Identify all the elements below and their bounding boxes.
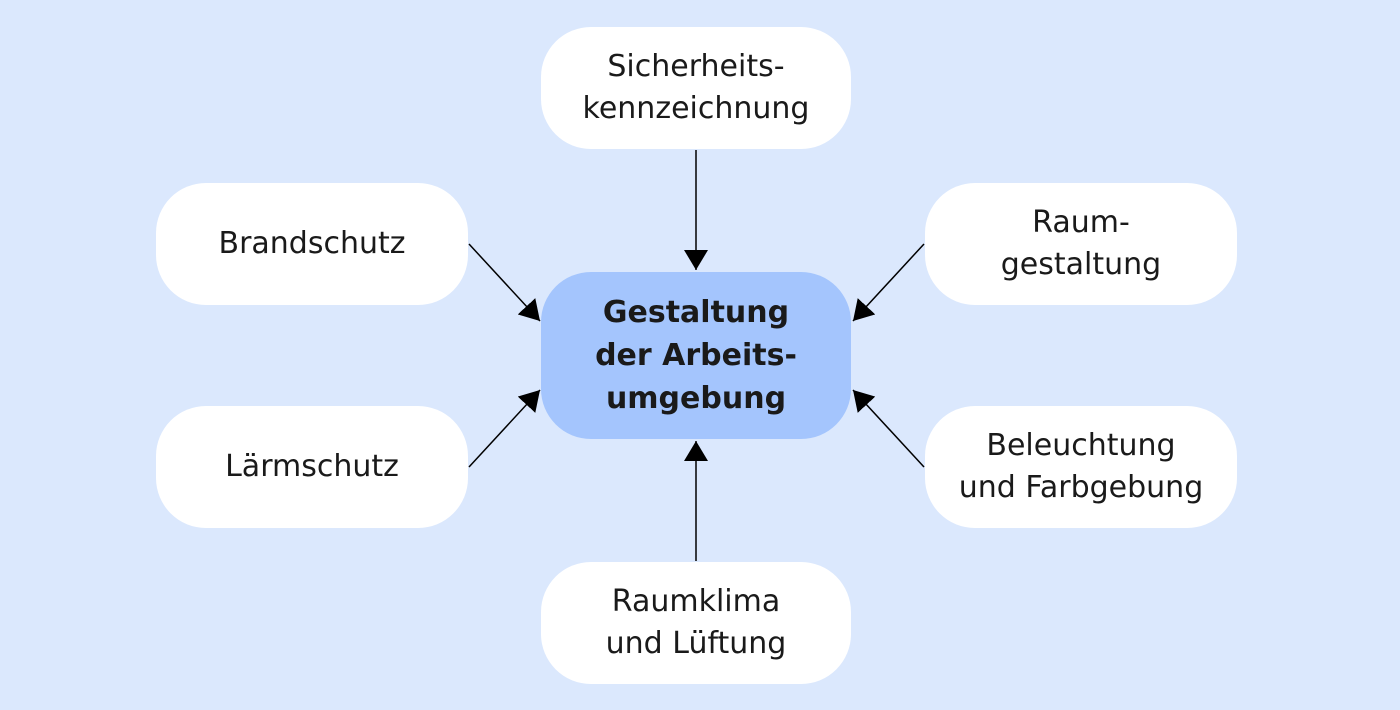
node-label-line: Raum- — [1032, 205, 1130, 240]
node-label-line: Raumklima — [611, 584, 781, 619]
node-label: Lärmschutz — [225, 446, 399, 488]
node-label-line: Gestaltung — [602, 295, 790, 330]
node-label-line: der Arbeits- — [595, 338, 797, 373]
arrow-bottom-right-to-center — [852, 389, 925, 468]
node-label-line: Beleuchtung — [986, 428, 1176, 463]
node-label-line: Brandschutz — [218, 226, 406, 261]
node-label: Sicherheits- kennzeichnung — [583, 46, 810, 130]
node-raumklima-und-lueftung: Raumklima und Lüftung — [541, 562, 851, 684]
node-label: Beleuchtung und Farbgebung — [959, 425, 1203, 509]
node-label-line: kennzeichnung — [582, 91, 810, 126]
node-label-line: Lärmschutz — [225, 449, 399, 484]
node-label-line: umgebung — [605, 381, 787, 416]
node-label: Raum- gestaltung — [1001, 202, 1161, 286]
node-brandschutz: Brandschutz — [156, 183, 468, 305]
node-label-line: Sicherheits- — [607, 49, 785, 84]
arrow-bottom-left-to-center — [468, 389, 541, 468]
node-label-line: und Lüftung — [605, 626, 787, 661]
node-label: Gestaltung der Arbeits- umgebung — [595, 291, 797, 420]
arrow-top-right-to-center — [852, 243, 925, 322]
node-laermschutz: Lärmschutz — [156, 406, 468, 528]
node-label: Brandschutz — [218, 223, 405, 265]
arrow-top-left-to-center — [468, 243, 541, 322]
node-raumgestaltung: Raum- gestaltung — [925, 183, 1237, 305]
node-center-gestaltung-der-arbeitsumgebung: Gestaltung der Arbeits- umgebung — [541, 272, 851, 439]
node-sicherheitskennzeichnung: Sicherheits- kennzeichnung — [541, 27, 851, 149]
node-beleuchtung-und-farbgebung: Beleuchtung und Farbgebung — [925, 406, 1237, 528]
node-label-line: gestaltung — [1000, 247, 1162, 282]
node-label-line: und Farbgebung — [958, 470, 1204, 505]
node-label: Raumklima und Lüftung — [606, 581, 787, 665]
